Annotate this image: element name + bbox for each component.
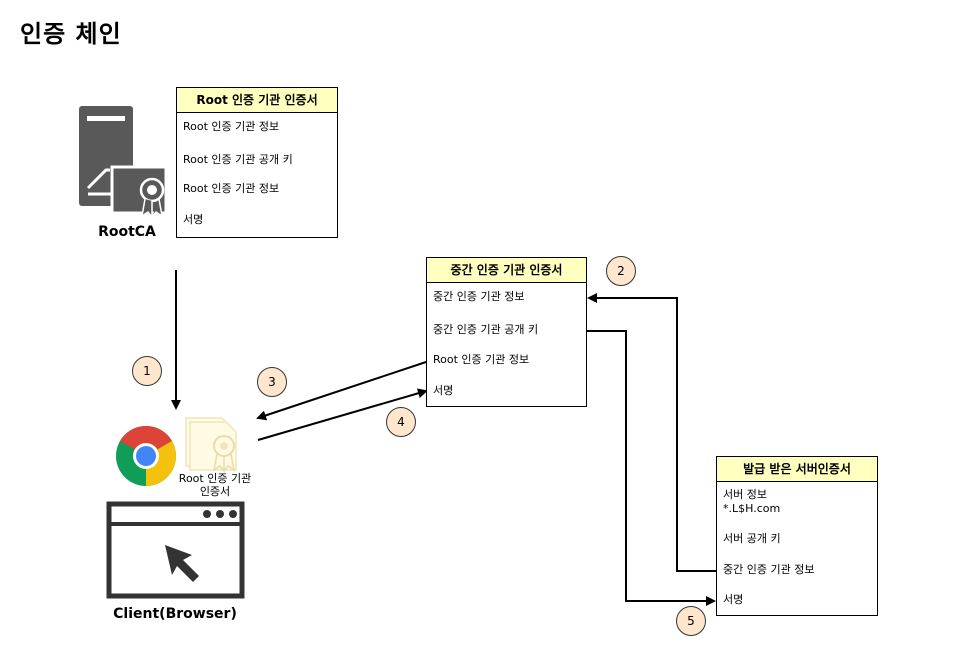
server-cert-row: 서버 공개 키: [723, 532, 781, 545]
server-icon: [79, 106, 168, 220]
server-cert-row: 서명: [723, 593, 744, 606]
server-cert-row: 중간 인증 기관 정보: [723, 563, 815, 576]
client-root-cert-label-line2: 인증서: [199, 485, 231, 498]
root-cert-box: Root 인증 기관 인증서 Root 인증 기관 정보 Root 인증 기관 …: [176, 87, 338, 238]
client-label: Client(Browser): [113, 606, 237, 622]
step-3-badge: 3: [257, 367, 287, 397]
browser-window-icon: [106, 501, 245, 599]
arrow-4: [257, 388, 428, 441]
chrome-icon: [116, 425, 177, 486]
arrow-5: [586, 330, 716, 606]
server-cert-header: 발급 받은 서버인증서: [717, 457, 877, 482]
step-1-badge: 1: [132, 356, 162, 386]
intermediate-cert-header: 중간 인증 기관 인증서: [427, 258, 586, 283]
step-2-badge: 2: [606, 256, 636, 286]
root-cert-row: Root 인증 기관 공개 키: [183, 153, 293, 166]
arrow-3: [256, 361, 427, 421]
rootca-label: RootCA: [98, 224, 156, 240]
client-root-cert-label: Root 인증 기관 인증서: [170, 472, 260, 498]
step-4-badge: 4: [386, 407, 416, 437]
intermediate-cert-row: 서명: [433, 384, 454, 397]
server-cert-row: *.L$H.com: [723, 502, 781, 515]
intermediate-cert-row: Root 인증 기관 정보: [433, 353, 530, 366]
server-cert-row: 서버 정보: [723, 488, 767, 501]
intermediate-cert-row: 중간 인증 기관 정보: [433, 290, 525, 303]
root-cert-row: Root 인증 기관 정보: [183, 182, 280, 195]
root-cert-row: 서명: [183, 213, 204, 226]
root-cert-row: Root 인증 기관 정보: [183, 120, 280, 133]
root-cert-header: Root 인증 기관 인증서: [177, 88, 337, 113]
client-root-cert-label-line1: Root 인증 기관: [178, 472, 252, 485]
intermediate-cert-box: 중간 인증 기관 인증서 중간 인증 기관 정보 중간 인증 기관 공개 키 R…: [426, 257, 587, 407]
certificate-icon: [185, 417, 237, 474]
intermediate-cert-row: 중간 인증 기관 공개 키: [433, 323, 539, 336]
server-cert-box: 발급 받은 서버인증서 서버 정보 *.L$H.com 서버 공개 키 중간 인…: [716, 456, 878, 616]
page-title: 인증 체인: [20, 20, 122, 48]
step-5-badge: 5: [676, 606, 706, 636]
arrow-2: [587, 293, 716, 572]
